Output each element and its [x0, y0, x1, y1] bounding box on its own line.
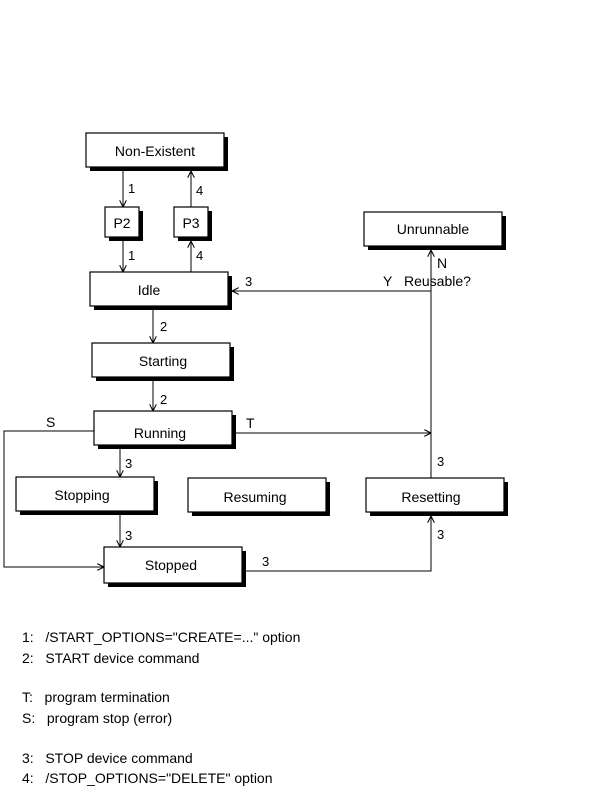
state-starting-label: Starting: [139, 353, 187, 369]
state-resuming: Resuming: [187, 477, 330, 516]
decision-question-label: Reusable?: [404, 273, 471, 289]
state-stopped-label: Stopped: [145, 557, 197, 573]
legend-item: S: program stop (error): [22, 710, 173, 726]
reusable-decision: N Y Reusable?: [383, 255, 471, 289]
edge-label: 3: [437, 527, 444, 542]
edge-label-t: T: [246, 415, 255, 431]
state-idle-label: Idle: [138, 282, 161, 298]
state-p3: P3: [173, 206, 212, 241]
state-starting: Starting: [91, 342, 234, 381]
decision-yes-label: Y: [383, 273, 393, 289]
transitions: [3, 171, 431, 572]
arrow-running-s-to-stopped: [3, 430, 104, 567]
state-idle: Idle: [89, 271, 232, 310]
legend-item: T: program termination: [22, 689, 170, 705]
state-non-existent: Non-Existent: [85, 132, 228, 171]
edge-labels: 1 4 1 4 2 2 3 3 3 3 3 3 S T: [46, 181, 444, 569]
state-unrunnable: Unrunnable: [363, 211, 506, 250]
edge-label: 3: [245, 274, 252, 289]
state-p3-label: P3: [182, 215, 199, 231]
edge-label: 3: [125, 528, 132, 543]
decision-no-label: N: [437, 255, 447, 271]
edge-label: 2: [160, 319, 167, 334]
arrow-stopped-to-resetting: [246, 516, 431, 572]
state-stopping: Stopping: [15, 476, 158, 515]
state-non-existent-label: Non-Existent: [115, 143, 195, 159]
legend-item: 4: /STOP_OPTIONS="DELETE" option: [22, 770, 273, 786]
state-running: Running: [93, 410, 236, 449]
edge-label: 4: [196, 248, 203, 263]
state-stopping-label: Stopping: [54, 487, 109, 503]
state-stopped: Stopped: [103, 546, 246, 587]
state-unrunnable-label: Unrunnable: [397, 221, 470, 237]
state-resetting-label: Resetting: [401, 489, 460, 505]
edge-label: 3: [437, 454, 444, 469]
state-resuming-label: Resuming: [223, 489, 286, 505]
legend-item: 1: /START_OPTIONS="CREATE=..." option: [22, 629, 301, 645]
edge-label: 1: [128, 181, 135, 196]
edge-label: 3: [262, 554, 269, 569]
edge-label: 3: [125, 456, 132, 471]
edge-label: 2: [160, 392, 167, 407]
legend-item: 3: STOP device command: [22, 750, 193, 766]
state-resetting: Resetting: [365, 477, 508, 516]
state-p2-label: P2: [113, 215, 130, 231]
legend-item: 2: START device command: [22, 650, 200, 666]
state-p2: P2: [104, 206, 143, 241]
edge-label: 4: [196, 183, 203, 198]
edge-label: 1: [128, 248, 135, 263]
state-running-label: Running: [134, 425, 186, 441]
edge-label-s: S: [46, 414, 55, 430]
